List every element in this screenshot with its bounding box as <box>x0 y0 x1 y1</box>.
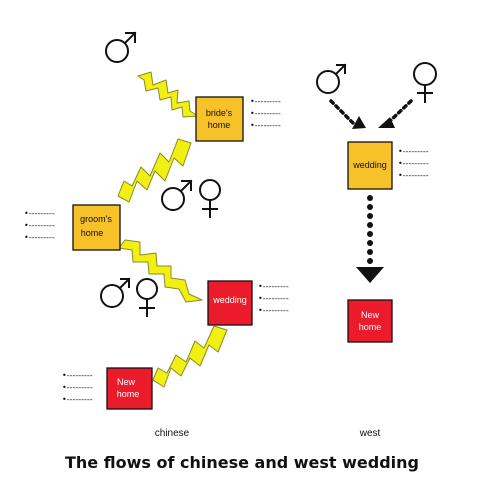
svg-text:•---------: •--------- <box>258 282 289 291</box>
lightning-arrow-4 <box>152 325 228 388</box>
grooms-home-bullets: •--------- •--------- •--------- <box>24 209 55 242</box>
brides-home-line2: home <box>208 120 231 130</box>
svg-text:•---------: •--------- <box>24 209 55 218</box>
lightning-arrow-3 <box>118 239 203 303</box>
male-symbol-icon <box>316 63 347 94</box>
brides-home-bullets: •--------- •--------- •--------- <box>250 97 281 130</box>
svg-text:•---------: •--------- <box>24 233 55 242</box>
male-symbol-icon <box>161 179 193 211</box>
chinese-wedding-bullets: •--------- •--------- •--------- <box>258 282 289 315</box>
grooms-home-line1: groom's <box>80 214 112 224</box>
grooms-home-box: groom's home <box>72 204 121 251</box>
west-new-home-line1: New <box>361 310 380 320</box>
svg-text:•---------: •--------- <box>250 97 281 106</box>
svg-text:•---------: •--------- <box>398 159 429 168</box>
west-wedding-box: wedding <box>347 141 393 190</box>
chinese-column-label: chinese <box>154 428 190 439</box>
chinese-new-home-bullets: •--------- •--------- •--------- <box>62 371 93 404</box>
grooms-home-line2: home <box>81 228 104 238</box>
svg-text:•---------: •--------- <box>62 383 93 392</box>
west-new-home-box: New home <box>347 299 393 343</box>
male-symbol-icon <box>100 277 131 308</box>
svg-text:•---------: •--------- <box>398 171 429 180</box>
female-symbol-icon <box>199 179 221 218</box>
chinese-wedding-label: wedding <box>212 295 247 305</box>
chinese-new-home-line1: New <box>117 377 136 387</box>
svg-text:•---------: •--------- <box>62 395 93 404</box>
brides-home-line1: bride's <box>206 108 233 118</box>
male-symbol-icon <box>105 31 137 63</box>
chinese-new-home-line2: home <box>117 389 140 399</box>
svg-text:•---------: •--------- <box>258 294 289 303</box>
diagram-title: The flows of chinese and west wedding <box>65 453 419 472</box>
svg-text:•---------: •--------- <box>24 221 55 230</box>
female-symbol-icon <box>136 278 158 317</box>
west-new-home-line2: home <box>359 322 382 332</box>
svg-text:•---------: •--------- <box>258 306 289 315</box>
lightning-arrow-2 <box>117 138 192 203</box>
svg-text:•---------: •--------- <box>62 371 93 380</box>
west-dotted-arrows <box>329 99 413 283</box>
chinese-new-home-box: New home <box>106 367 153 410</box>
west-wedding-bullets: •--------- •--------- •--------- <box>398 147 429 180</box>
brides-home-box: bride's home <box>195 96 244 142</box>
west-wedding-label: wedding <box>352 160 387 170</box>
svg-text:•---------: •--------- <box>398 147 429 156</box>
female-symbol-icon <box>413 62 437 103</box>
lightning-arrow-1 <box>137 71 199 118</box>
chinese-wedding-box: wedding <box>207 280 253 326</box>
svg-text:•---------: •--------- <box>250 109 281 118</box>
svg-text:•---------: •--------- <box>250 121 281 130</box>
west-column-label: west <box>359 428 381 439</box>
